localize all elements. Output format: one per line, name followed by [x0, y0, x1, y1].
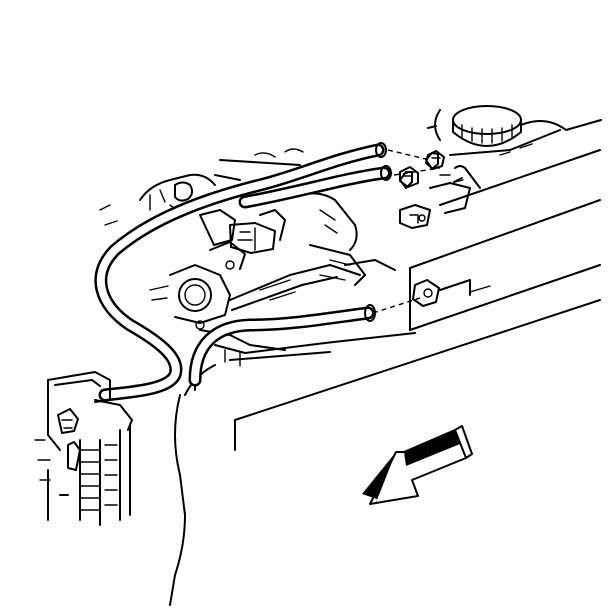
heater-outlet-hose — [238, 165, 392, 209]
engine-block — [99, 148, 601, 606]
heater-inlet-hose — [94, 142, 387, 402]
radiator-tank — [34, 371, 133, 526]
hose-clamps — [399, 152, 439, 189]
arrow-icon — [362, 425, 473, 505]
coolant-reservoir-cap — [427, 105, 602, 214]
lower-bypass-hose — [188, 304, 376, 387]
